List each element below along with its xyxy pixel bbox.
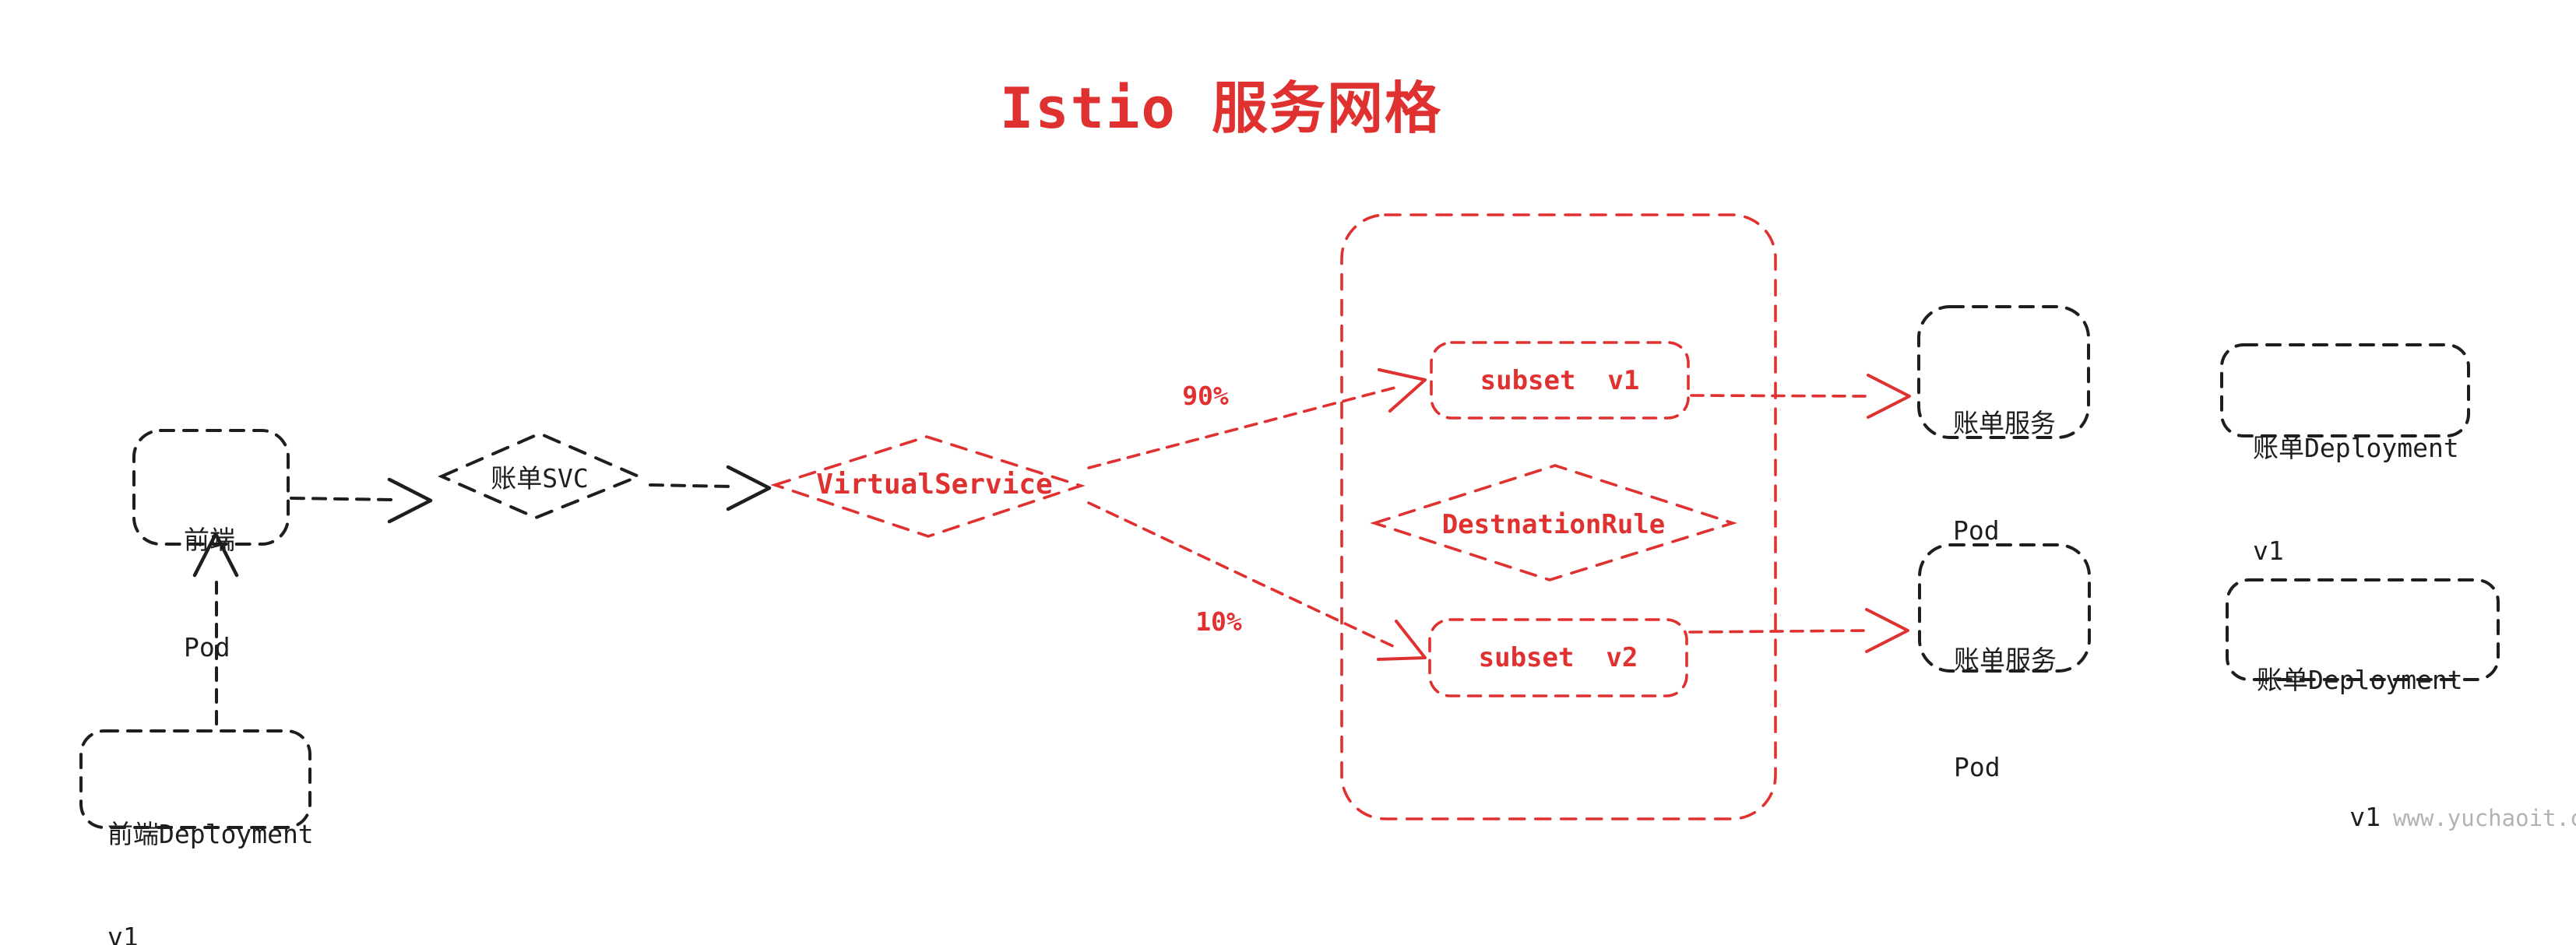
arrow-right-head-icon [1378,368,1427,413]
arrow-right-head-icon [1867,374,1911,419]
bill-pod-top-box [1917,305,2090,439]
bill-svc-diamond [438,431,643,520]
weight-10-label: 10% [1195,606,1242,637]
subset-v1-box [1430,341,1690,420]
arrow-right-head-icon [1865,608,1909,653]
frontend-pod-line2: Pod [184,632,231,662]
bill-pod-bottom-label: 账单服务 Pod [1954,571,2057,857]
bill-pod-top-line2: Pod [1953,515,2000,546]
arrow-up-head-icon [192,532,239,578]
bill-svc-label: 账单SVC [491,463,589,494]
bill-deployment-bottom-line2: v1 www.yuchaoit.cn [2257,766,2576,869]
bill-deployment-bottom-box [2226,578,2500,681]
arrow-subset-v2-to-pod-shaft [1688,629,1872,634]
subset-v2-label: subset v2 [1478,642,1638,673]
destination-rule-diamond [1370,464,1737,581]
frontend-deployment-line2: v1 [107,922,139,945]
frontend-deployment-box [79,729,311,829]
arrow-vs-to-subset-v2-shaft [1087,501,1399,650]
frontend-pod-box [132,429,290,546]
arrow-right-head-icon [387,477,433,524]
arrow-right-head-icon [1377,620,1427,661]
arrow-pod-to-svc-shaft [290,497,395,501]
bill-pod-bottom-line1: 账单服务 [1954,645,2057,675]
bill-deployment-top-line2: v1 [2253,536,2284,566]
subset-v1-label: subset v1 [1480,365,1640,396]
frontend-deployment-line1: 前端Deployment [107,819,314,849]
bill-deployment-top-line1: 账单Deployment [2253,433,2459,463]
arrow-vs-to-subset-v1-shaft [1087,385,1399,469]
frontend-pod-line1: 前端 [184,525,235,555]
bill-pod-top-line1: 账单服务 [1953,408,2056,438]
bill-deployment-bottom-line1: 账单Deployment [2257,665,2463,695]
destination-rule-container [1340,213,1777,820]
arrow-subset-v1-to-pod-shaft [1690,394,1874,398]
frontend-deployment-label: 前端Deployment v1 [107,749,314,945]
bill-deployment-bottom-label: 账单Deployment v1 www.yuchaoit.cn [2257,595,2576,938]
destination-rule-label: DestnationRule [1441,509,1666,540]
bill-pod-top-label: 账单服务 Pod [1953,334,2056,620]
subset-v2-box [1428,618,1688,697]
frontend-pod-label: 前端 Pod [184,451,245,737]
diagram-title: Istio 服务网格 [999,76,1443,141]
arrow-right-head-icon [726,465,772,511]
arrow-svc-to-virtualservice-shaft [649,483,734,488]
bill-deployment-bottom-version: v1 [2349,802,2381,832]
bill-deployment-top-box [2220,343,2470,437]
virtualservice-diamond [770,435,1086,538]
weight-90-label: 90% [1182,381,1229,411]
watermark-text: www.yuchaoit.cn [2392,805,2576,831]
virtualservice-label: VirtualService [816,469,1053,501]
bill-pod-bottom-line2: Pod [1954,752,2001,782]
bill-deployment-top-label: 账单Deployment v1 [2253,363,2459,637]
bill-pod-bottom-box [1918,543,2091,673]
